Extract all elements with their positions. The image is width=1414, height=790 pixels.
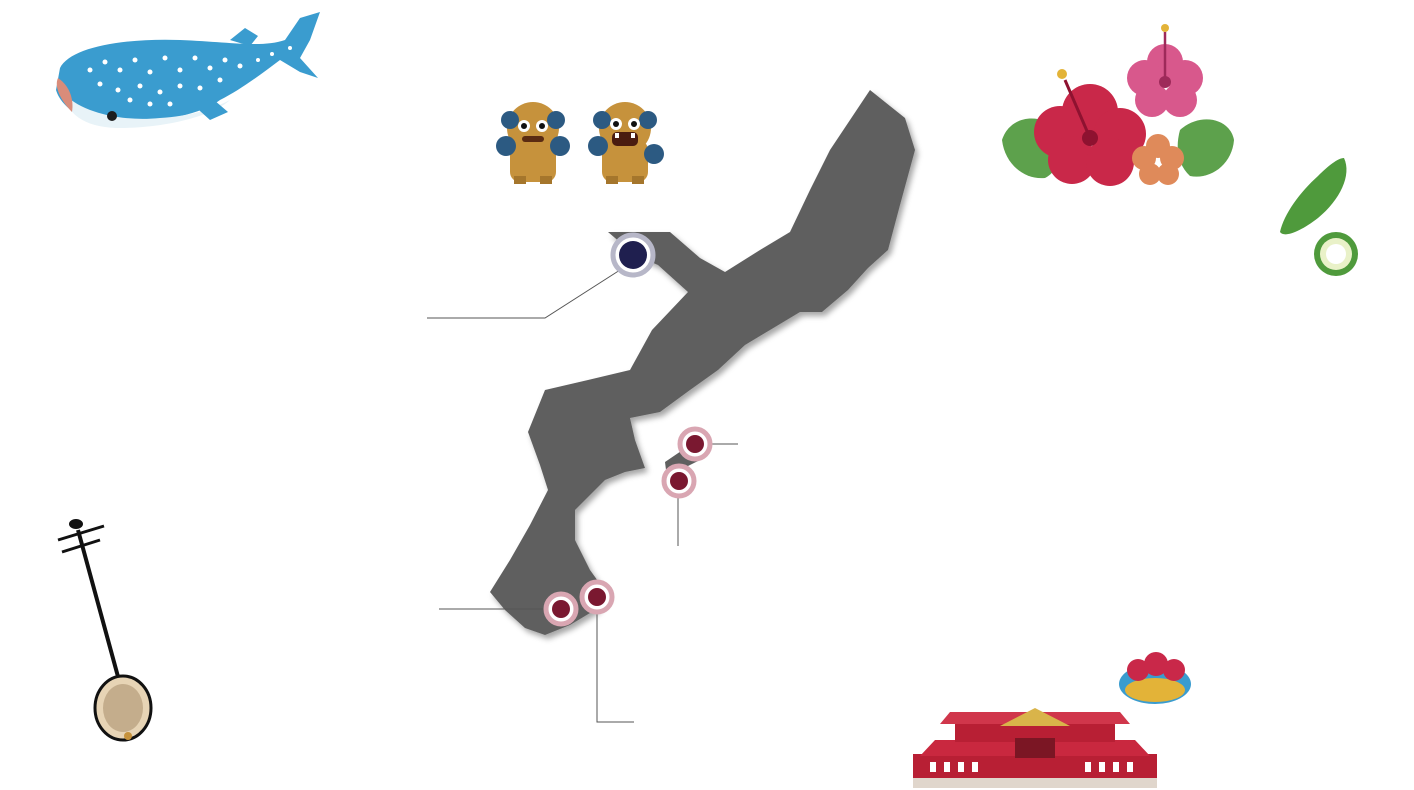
map-marker-east-1[interactable] (677, 426, 713, 462)
leader-lines (427, 269, 738, 723)
map-marker-south-2[interactable] (579, 579, 615, 615)
leader-line-north (427, 269, 621, 319)
leader-line-south-2 (596, 610, 634, 723)
map-marker-east-2[interactable] (661, 463, 697, 499)
hanagasa-hat-icon (1119, 652, 1191, 704)
map-marker-south-1[interactable] (543, 591, 579, 627)
sanshin-instrument-icon (57, 519, 153, 742)
okinawa-island (490, 90, 915, 635)
map-marker-north[interactable] (610, 232, 656, 278)
shisa-lion-dogs-icon (496, 102, 664, 184)
shuri-castle-icon (913, 708, 1157, 788)
hibiscus-flowers-icon (1002, 24, 1234, 186)
bitter-melon-icon (1280, 158, 1358, 276)
whale-shark-icon (56, 12, 320, 128)
